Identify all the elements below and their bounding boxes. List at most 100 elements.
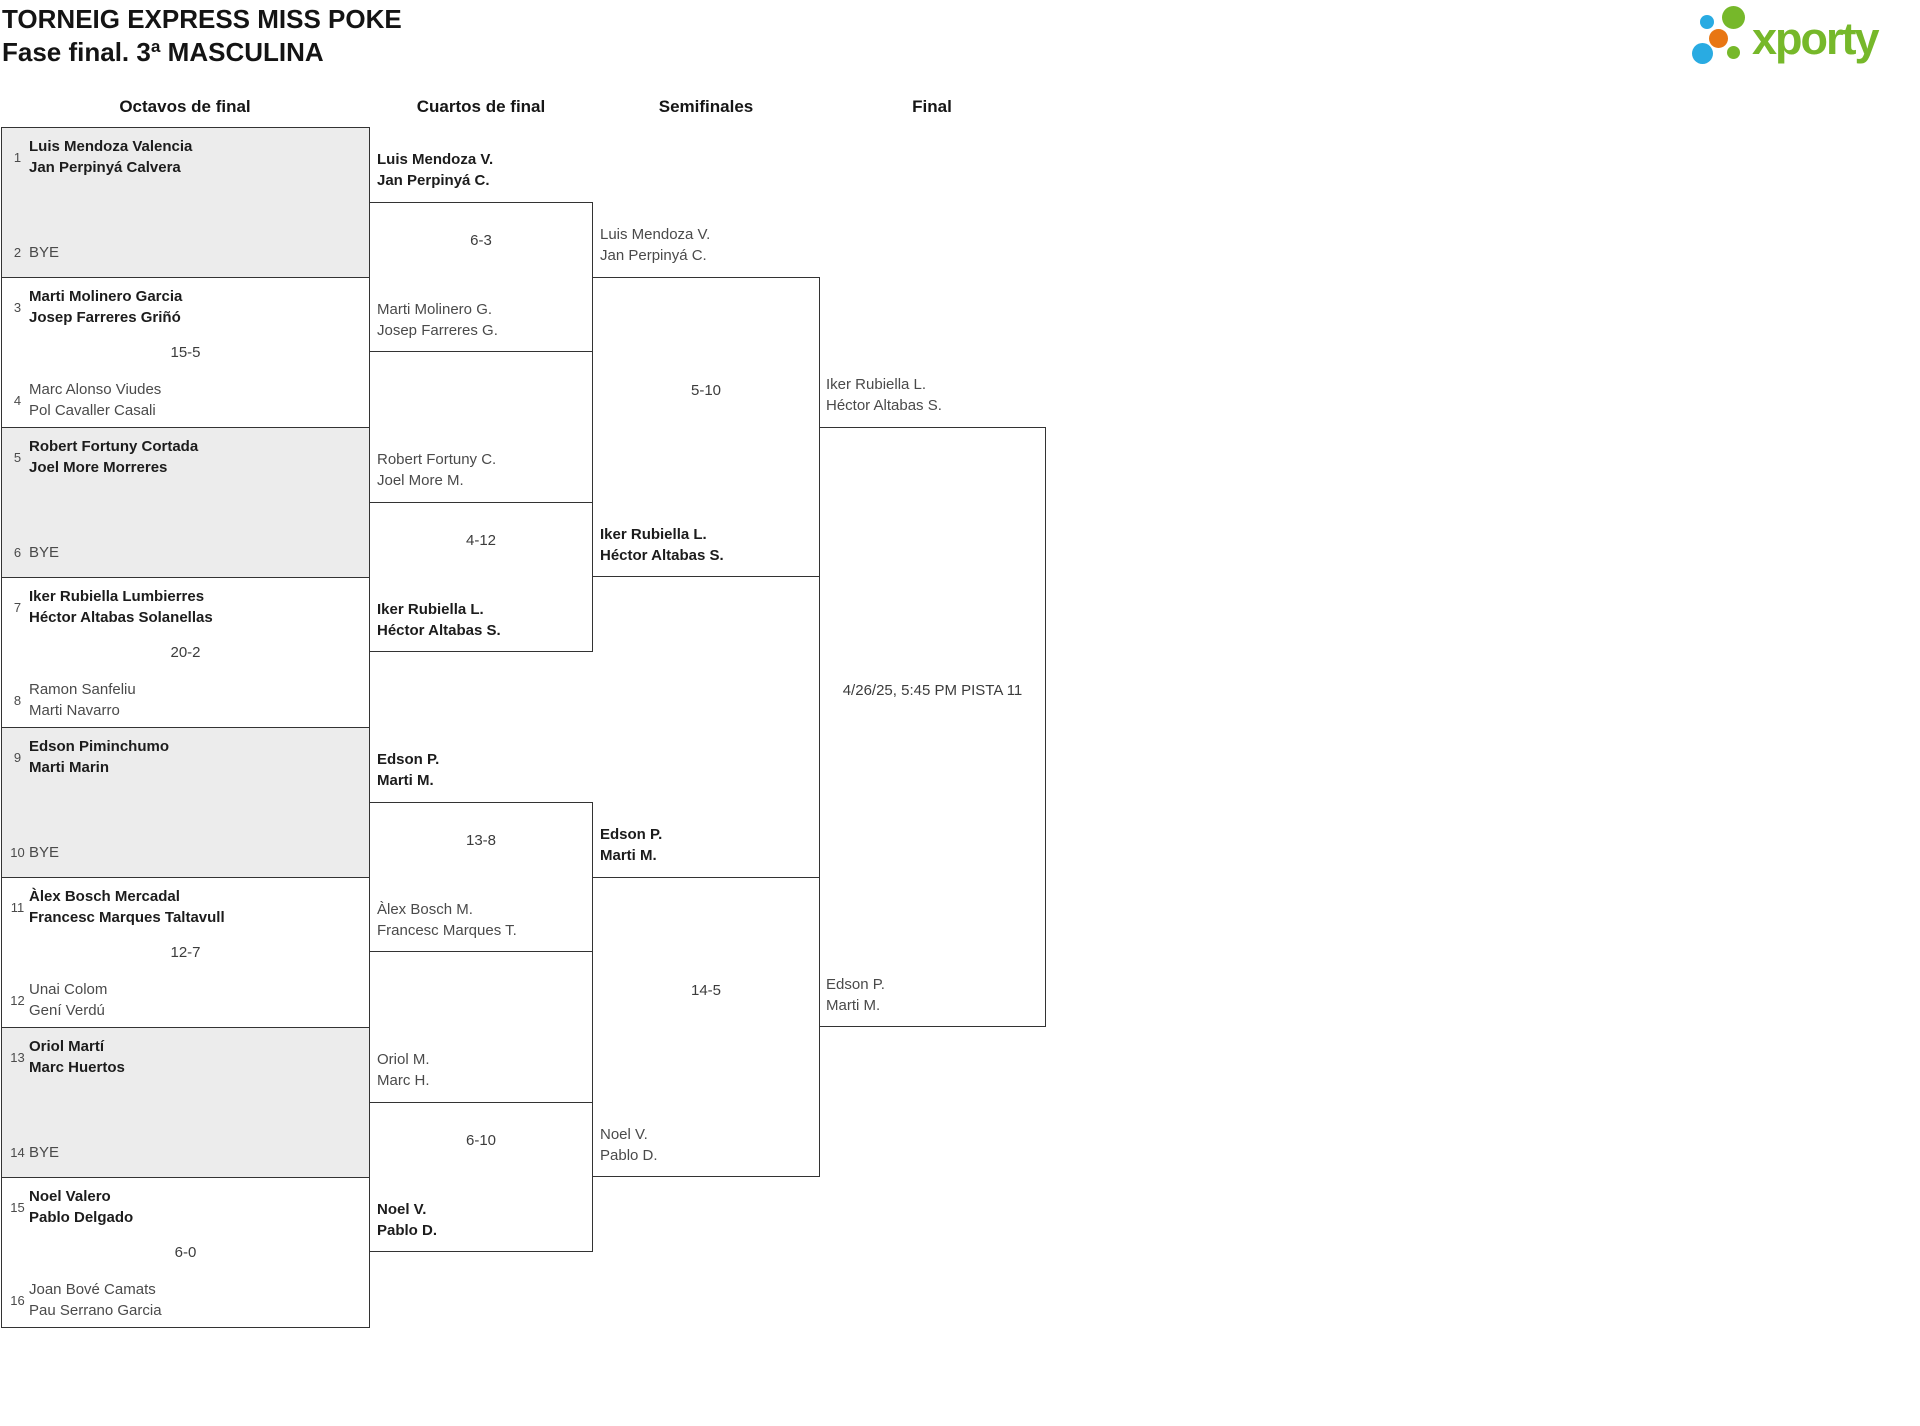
player-line: Pablo D. (600, 1147, 658, 1164)
sf2-team-bottom: Noel V. Pablo D. (600, 1124, 815, 1166)
team-row: 1 Luis Mendoza Valencia Jan Perpinyá Cal… (6, 136, 363, 178)
player-line: BYE (29, 544, 60, 561)
player-line: Jan Perpinyá Calvera (29, 159, 181, 176)
team-name: Oriol Martí Marc Huertos (29, 1036, 125, 1078)
match-score: 20-2 (170, 644, 201, 661)
team-name: Luis Mendoza Valencia Jan Perpinyá Calve… (29, 136, 192, 178)
player-line: Marti M. (377, 772, 434, 789)
player-line: Marc Alonso Viudes (29, 381, 162, 398)
player-line: Josep Farreres Griñó (29, 309, 181, 326)
qf3-team-bottom: Àlex Bosch M. Francesc Marques T. (377, 899, 592, 941)
page-subtitle: Fase final. 3ª MASCULINA (2, 37, 324, 67)
player-line: Oriol M. (377, 1051, 430, 1068)
seed-number: 4 (13, 392, 22, 408)
logo-dot-orange (1709, 29, 1728, 48)
player-line: Luis Mendoza V. (377, 151, 494, 168)
seed-number: 13 (10, 1049, 25, 1065)
qf2-team-bottom: Iker Rubiella L. Héctor Altabas S. (377, 599, 592, 641)
team-name: BYE (29, 842, 59, 863)
final-match-box (819, 427, 1046, 1027)
team-name: Edson Piminchumo Marti Marin (29, 736, 169, 778)
team-name: Marc Alonso Viudes Pol Cavaller Casali (29, 379, 161, 421)
player-line: Héctor Altabas Solanellas (29, 609, 213, 626)
match-score: 6-0 (174, 1244, 197, 1261)
player-line: Iker Rubiella L. (600, 526, 707, 543)
player-line: Héctor Altabas S. (600, 547, 724, 564)
seed-number: 14 (10, 1145, 25, 1160)
qf-match-2-box (369, 502, 593, 652)
sf2-team-top: Edson P. Marti M. (600, 824, 815, 866)
seed-number: 11 (10, 899, 25, 915)
team-name: Iker Rubiella Lumbierres Héctor Altabas … (29, 586, 213, 628)
seed-number: 1 (13, 149, 22, 165)
logo-dot-blue-small (1700, 15, 1714, 29)
player-line: Héctor Altabas S. (826, 397, 942, 414)
player-line: Marti Molinero G. (377, 301, 493, 318)
r16-match-6: 11 Àlex Bosch Mercadal Francesc Marques … (1, 877, 370, 1028)
round-header-final: Final (912, 97, 952, 116)
team-row: 6 BYE (6, 542, 363, 563)
qf-match-4-box (369, 1102, 593, 1252)
team-name: BYE (29, 242, 59, 263)
logo-wordmark: xporty (1752, 13, 1880, 64)
player-line: Edson P. (826, 976, 885, 993)
player-line: Marti M. (826, 997, 881, 1014)
player-line: Pablo Delgado (29, 1209, 134, 1226)
page-title: TORNEIG EXPRESS MISS POKE (2, 4, 402, 34)
r16-match-4: 7 Iker Rubiella Lumbierres Héctor Altaba… (1, 577, 370, 728)
sf2-score: 14-5 (690, 982, 722, 999)
team-name: BYE (29, 542, 59, 563)
player-line: Francesc Marques T. (377, 922, 517, 939)
team-row: 3 Marti Molinero Garcia Josep Farreres G… (6, 286, 363, 328)
player-line: Jan Perpinyá C. (377, 172, 490, 189)
player-line: Luis Mendoza Valencia (29, 138, 193, 155)
seed-number: 6 (13, 545, 22, 560)
team-row: 8 Ramon Sanfeliu Marti Navarro (6, 679, 363, 721)
qf2-score: 4-12 (465, 532, 497, 549)
logo-dot-green-small (1727, 46, 1740, 59)
round-header-semifinales: Semifinales (658, 97, 754, 116)
qf4-team-top: Oriol M. Marc H. (377, 1049, 592, 1091)
seed-number: 16 (10, 1292, 25, 1308)
match-score: 12-7 (170, 944, 201, 961)
team-name: Àlex Bosch Mercadal Francesc Marques Tal… (29, 886, 225, 928)
team-row: 15 Noel Valero Pablo Delgado (6, 1186, 363, 1228)
r16-match-7: 13 Oriol Martí Marc Huertos 14 BYE (1, 1027, 370, 1178)
player-line: Marti Molinero Garcia (29, 288, 183, 305)
player-line: Joel More Morreres (29, 459, 168, 476)
sf1-team-bottom: Iker Rubiella L. Héctor Altabas S. (600, 524, 815, 566)
team-row: 13 Oriol Martí Marc Huertos (6, 1036, 363, 1078)
player-line: Iker Rubiella L. (377, 601, 484, 618)
player-line: Robert Fortuny Cortada (29, 438, 199, 455)
player-line: Marti Marin (29, 759, 110, 776)
player-line: Àlex Bosch M. (377, 901, 473, 918)
sf1-score: 5-10 (690, 382, 722, 399)
final-schedule: 4/26/25, 5:45 PM PISTA 11 (842, 682, 1023, 699)
team-name: Ramon Sanfeliu Marti Navarro (29, 679, 136, 721)
logo-dot-blue-large (1692, 43, 1713, 64)
seed-number: 5 (13, 449, 22, 465)
r16-match-5: 9 Edson Piminchumo Marti Marin 10 BYE (1, 727, 370, 878)
player-line: Pol Cavaller Casali (29, 402, 156, 419)
player-line: Iker Rubiella L. (826, 376, 927, 393)
r16-match-2: 3 Marti Molinero Garcia Josep Farreres G… (1, 277, 370, 428)
round-header-octavos: Octavos de final (119, 97, 251, 116)
team-row: 11 Àlex Bosch Mercadal Francesc Marques … (6, 886, 363, 928)
team-name: Unai Colom Gení Verdú (29, 979, 107, 1021)
team-row: 14 BYE (6, 1142, 363, 1163)
team-row: 16 Joan Bové Camats Pau Serrano Garcia (6, 1279, 363, 1321)
player-line: Gení Verdú (29, 1002, 105, 1019)
team-name: Marti Molinero Garcia Josep Farreres Gri… (29, 286, 182, 328)
team-row: 7 Iker Rubiella Lumbierres Héctor Altaba… (6, 586, 363, 628)
player-line: Noel V. (600, 1126, 648, 1143)
player-line: Oriol Martí (29, 1038, 105, 1055)
player-line: Marti M. (600, 847, 657, 864)
qf1-score: 6-3 (470, 232, 492, 249)
seed-number: 12 (10, 992, 25, 1008)
player-line: Josep Farreres G. (377, 322, 498, 339)
seed-number: 10 (10, 845, 25, 860)
player-line: Edson P. (600, 826, 663, 843)
player-line: Jan Perpinyá C. (600, 247, 707, 264)
seed-number: 9 (13, 749, 22, 765)
player-line: Marti Navarro (29, 702, 120, 719)
